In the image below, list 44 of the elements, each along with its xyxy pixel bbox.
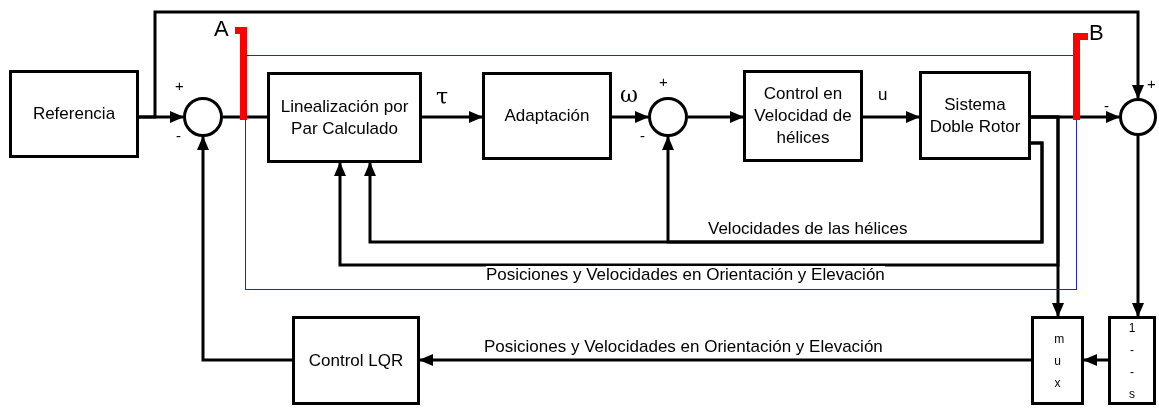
arrow xyxy=(612,111,649,123)
block-box xyxy=(9,70,139,158)
edge-label: Posiciones y Velocidades en Orientación y Elevación xyxy=(486,266,885,283)
block-box xyxy=(267,72,422,163)
sign-label: + xyxy=(1147,76,1156,91)
sign-label: - xyxy=(640,128,645,143)
arrow xyxy=(419,354,1031,366)
block-label: Sistema Doble Rotor xyxy=(928,93,1022,138)
arrow xyxy=(197,136,292,362)
block-box xyxy=(292,316,420,405)
arrow xyxy=(1083,354,1108,366)
arrow xyxy=(1132,136,1144,317)
block-box xyxy=(1108,316,1156,405)
block-label: Linealización por Par Calculado xyxy=(279,95,410,140)
point-label: B xyxy=(1089,22,1104,44)
arrow xyxy=(422,111,483,123)
block-label: 1 -- s xyxy=(1128,319,1136,403)
sign-label: + xyxy=(659,74,668,89)
block-box xyxy=(743,70,863,162)
block-box xyxy=(482,72,612,160)
arrow xyxy=(139,10,1144,119)
point-label: A xyxy=(214,18,229,40)
break-marker xyxy=(1073,33,1088,120)
sign-label: - xyxy=(176,128,181,143)
block-label: Control LQR xyxy=(307,349,405,372)
block-label: Control en Velocidad de hélices xyxy=(753,83,853,149)
block-box xyxy=(1031,316,1084,405)
block-label: Referencia xyxy=(31,103,117,125)
connector-line xyxy=(223,115,267,119)
summing-junction xyxy=(183,97,223,137)
block-box xyxy=(919,71,1031,160)
sign-label: + xyxy=(175,78,184,93)
edge-label: Velocidades de las hélices xyxy=(708,220,908,237)
edge-label: Posiciones y Velocidades en Orientación y Elevación xyxy=(484,338,883,355)
arrow xyxy=(662,136,1044,244)
summing-junction xyxy=(648,97,688,137)
sign-label: - xyxy=(1104,98,1109,113)
arrow xyxy=(688,111,744,123)
block-label: Adaptación xyxy=(503,105,591,127)
arrow xyxy=(1031,115,1064,317)
summing-junction xyxy=(1119,98,1157,136)
break-marker xyxy=(235,27,247,120)
arrow xyxy=(863,111,920,123)
group-frame xyxy=(245,55,1077,290)
